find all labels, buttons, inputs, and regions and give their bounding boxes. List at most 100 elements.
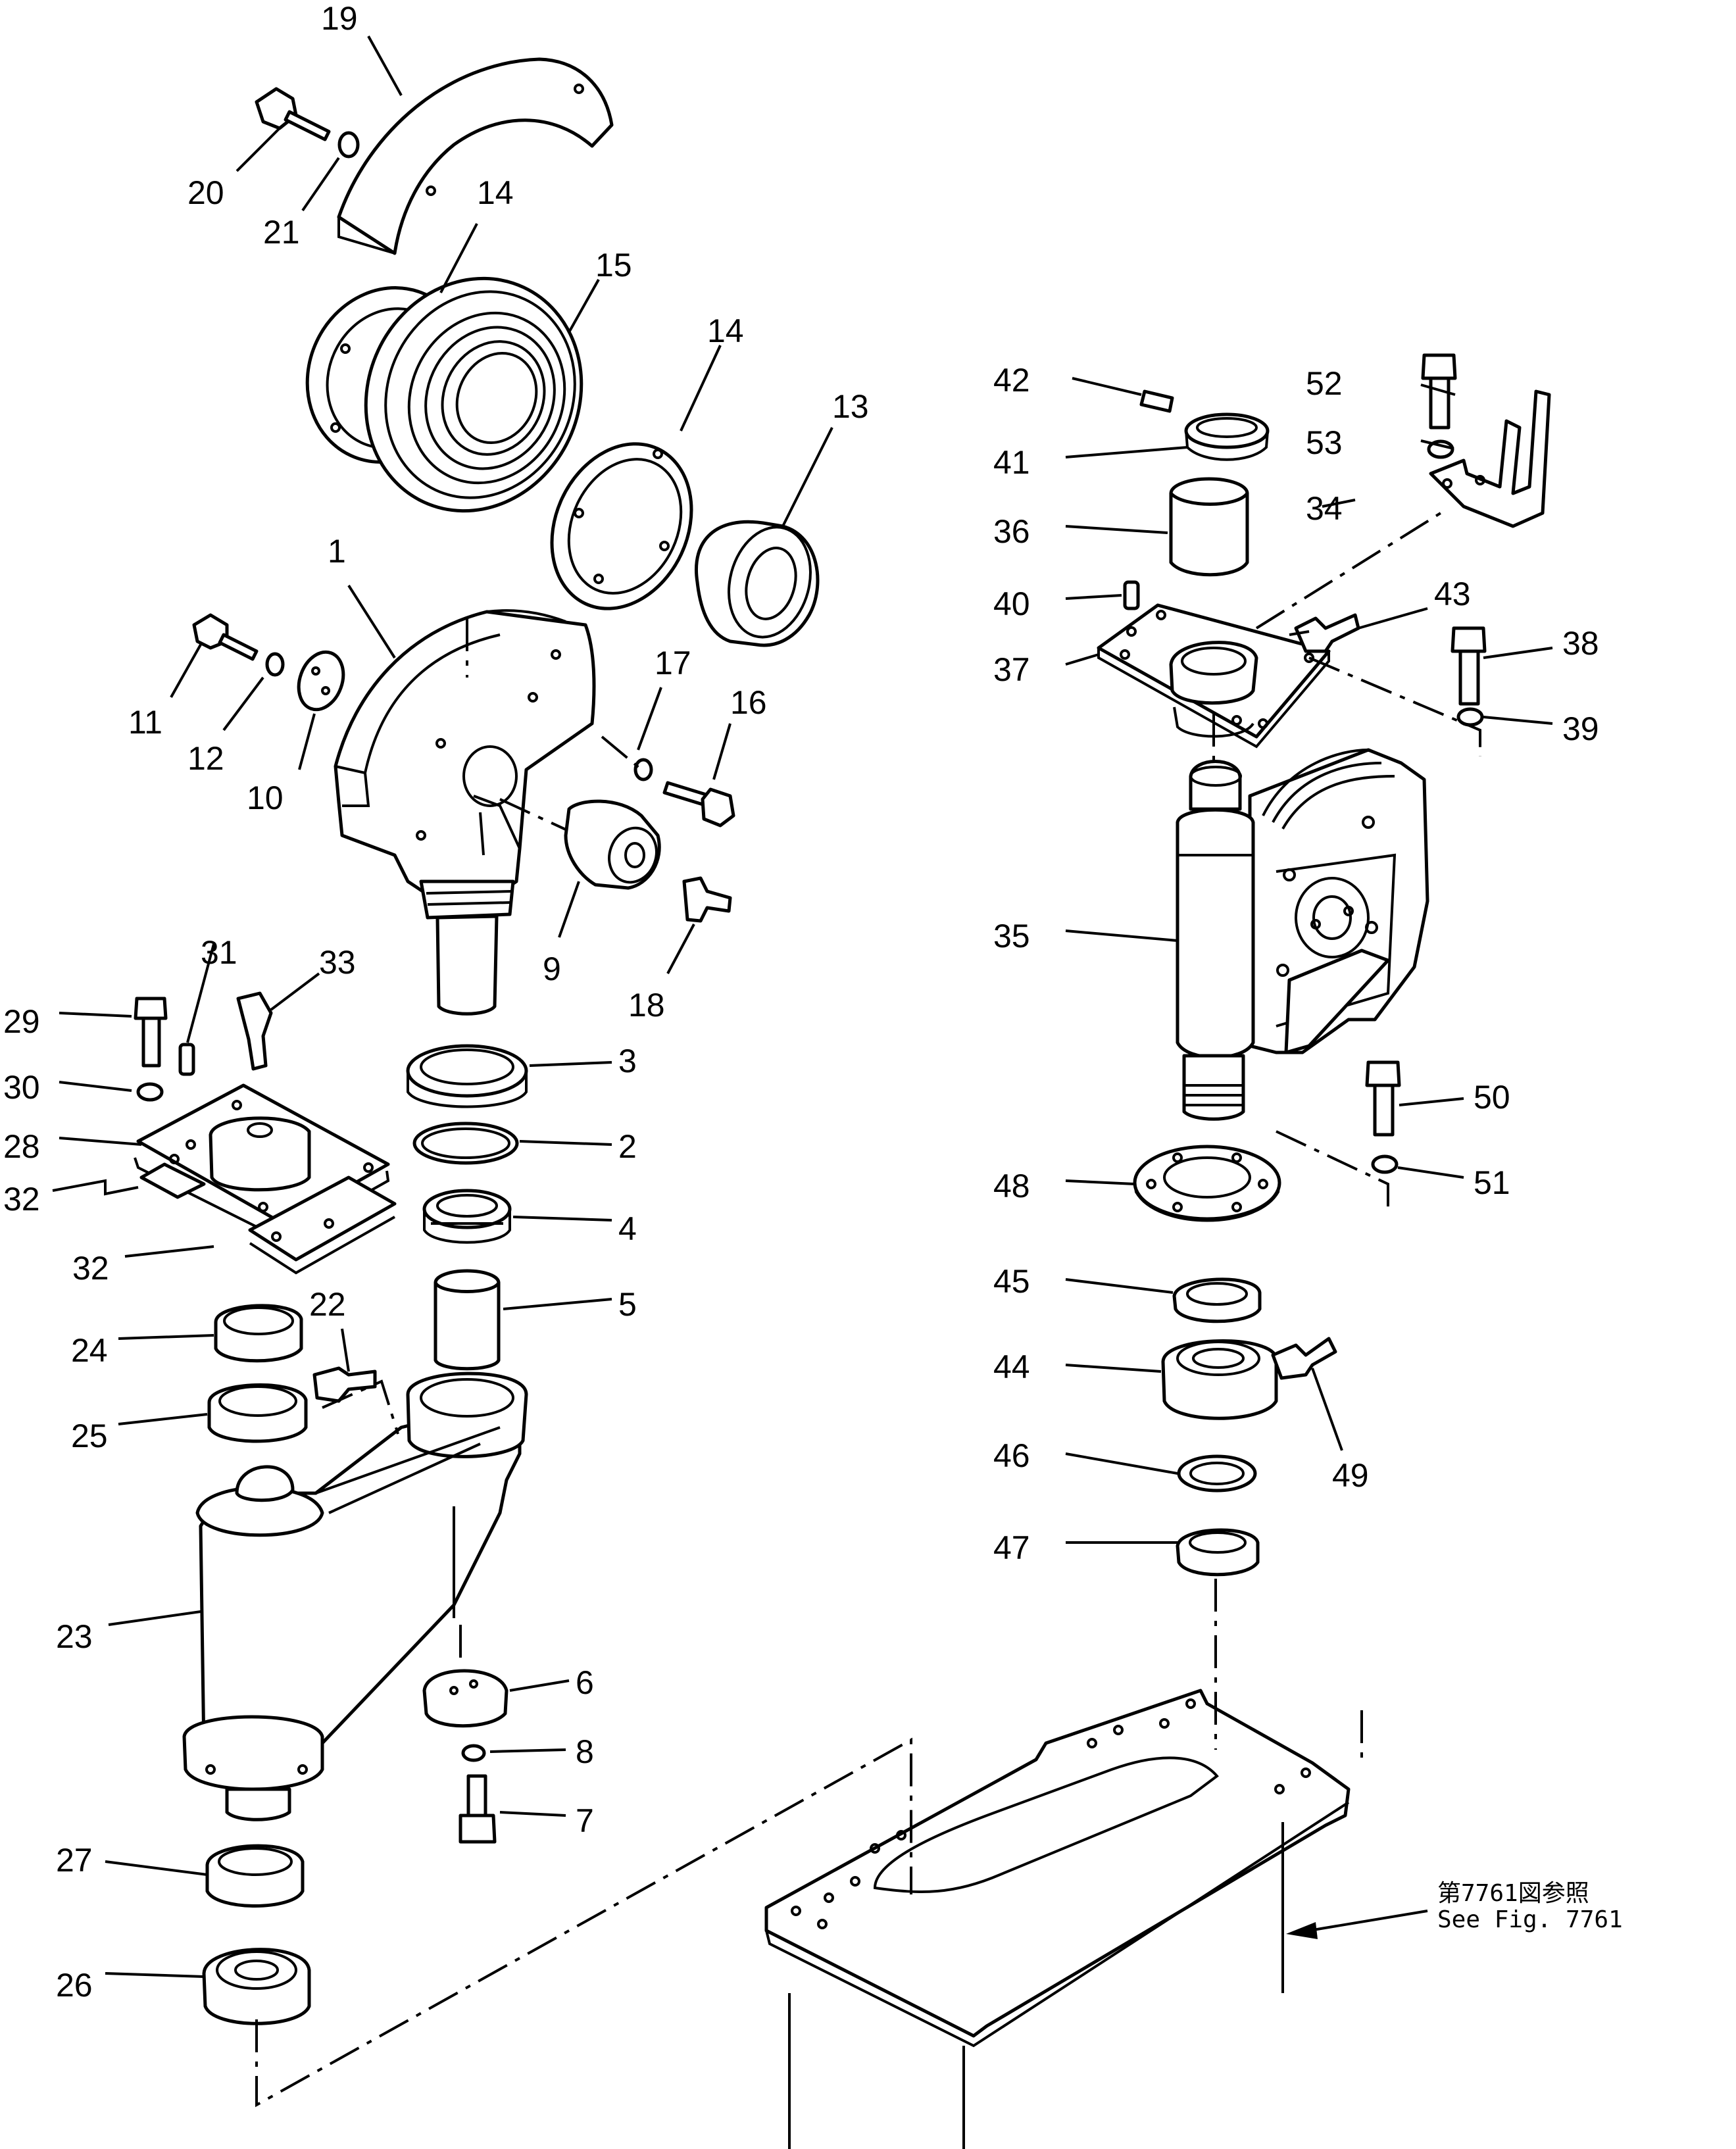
- part-oring-2: [412, 1122, 519, 1165]
- callout-7: 7: [576, 1802, 594, 1839]
- callout-3: 3: [618, 1043, 637, 1079]
- callout-22: 22: [309, 1286, 346, 1323]
- callout-42: 42: [993, 362, 1030, 399]
- callout-52: 52: [1306, 365, 1343, 402]
- reference-japanese: 第7761図参照: [1437, 1880, 1589, 1907]
- part-pulley-15: [364, 276, 583, 513]
- callout-50: 50: [1474, 1079, 1510, 1116]
- callout-35: 35: [993, 918, 1030, 954]
- callout-21: 21: [263, 214, 300, 251]
- part-frame: [764, 1689, 1351, 2149]
- part-pin-31: [178, 1043, 195, 1076]
- callout-14-b: 14: [707, 312, 744, 349]
- callout-15: 15: [595, 247, 632, 284]
- callout-27: 27: [56, 1842, 93, 1879]
- callout-17: 17: [655, 645, 691, 681]
- callout-28: 28: [3, 1128, 40, 1165]
- callout-labels: 19 20 21 14 15 14 13 1 11 12 10 17 16 18…: [3, 0, 1599, 2004]
- part-column-35: [1176, 748, 1429, 1121]
- part-washer-39: [1456, 707, 1484, 727]
- part-washer-17: [633, 758, 653, 781]
- part-bolt-29: [134, 997, 168, 1068]
- callout-49: 49: [1332, 1457, 1369, 1494]
- callout-37: 37: [993, 651, 1030, 688]
- callout-4: 4: [618, 1210, 637, 1247]
- part-bearing-25: [207, 1383, 308, 1443]
- callout-26: 26: [56, 1967, 93, 2004]
- callout-25: 25: [71, 1418, 108, 1454]
- callout-31: 31: [201, 934, 237, 971]
- callout-53: 53: [1306, 424, 1343, 461]
- callout-11: 11: [128, 704, 162, 741]
- part-nut-47: [1176, 1528, 1260, 1577]
- part-bolt-11: [192, 613, 259, 661]
- part-washer-46: [1177, 1454, 1257, 1493]
- callout-29: 29: [3, 1003, 40, 1040]
- part-cover-19: [337, 57, 614, 255]
- part-bushing-9: [564, 799, 661, 890]
- callout-43: 43: [1434, 576, 1471, 612]
- part-washer-51: [1371, 1154, 1399, 1174]
- callout-16: 16: [730, 684, 767, 721]
- part-washer-30: [136, 1082, 164, 1102]
- part-bearing-24: [214, 1304, 303, 1363]
- callout-45: 45: [993, 1263, 1030, 1300]
- part-arm-23: [182, 1371, 528, 1821]
- part-cap-6: [422, 1669, 508, 1728]
- part-bolt-16: [662, 781, 735, 827]
- part-fitting-22: [312, 1366, 377, 1403]
- callout-23: 23: [56, 1618, 93, 1655]
- callout-9: 9: [543, 951, 561, 987]
- callout-5: 5: [618, 1286, 637, 1323]
- callout-24: 24: [71, 1332, 108, 1369]
- part-housing-1: [334, 609, 596, 1016]
- part-fitting-33: [236, 991, 273, 1071]
- callout-48: 48: [993, 1168, 1030, 1204]
- callout-41: 41: [993, 444, 1030, 481]
- callout-12: 12: [187, 740, 224, 777]
- callout-20: 20: [187, 174, 224, 211]
- part-bushing-36: [1169, 477, 1249, 577]
- part-bearing-44: [1161, 1339, 1278, 1420]
- callout-34: 34: [1306, 490, 1343, 527]
- callout-40: 40: [993, 585, 1030, 622]
- callout-8: 8: [576, 1733, 594, 1770]
- figure-reference-note: 第7761図参照 See Fig. 7761: [1437, 1880, 1623, 1933]
- callout-6: 6: [576, 1664, 594, 1701]
- part-bolt-20: [255, 87, 331, 141]
- part-washer-21: [337, 131, 360, 159]
- part-bearing-13: [695, 520, 820, 647]
- leader-lines: [52, 36, 1553, 2108]
- part-bolt-50: [1365, 1060, 1401, 1137]
- callout-39: 39: [1562, 710, 1599, 747]
- callout-33: 33: [319, 944, 356, 981]
- callout-47: 47: [993, 1529, 1030, 1566]
- callout-44: 44: [993, 1348, 1030, 1385]
- part-bracket-34: [1429, 389, 1551, 528]
- part-gasket-14-b: [550, 442, 693, 610]
- part-washer-12: [265, 652, 285, 677]
- callout-18: 18: [628, 987, 665, 1024]
- part-bearing-4: [422, 1189, 512, 1244]
- part-gasket-32-b: [248, 1175, 397, 1275]
- callout-51: 51: [1474, 1164, 1510, 1201]
- part-ring-41: [1184, 412, 1270, 461]
- callout-32-b: 32: [72, 1250, 109, 1287]
- part-seal-3: [406, 1044, 528, 1108]
- part-pin-42: [1139, 389, 1174, 413]
- callout-10: 10: [247, 779, 284, 816]
- part-bolt-7: [459, 1774, 497, 1844]
- part-sleeve-5: [434, 1269, 501, 1371]
- part-washer-8: [461, 1744, 486, 1762]
- part-bearing-26: [202, 1948, 311, 2025]
- part-pin-40: [1123, 580, 1140, 610]
- part-bolt-38: [1451, 626, 1487, 706]
- callout-14: 14: [477, 174, 514, 211]
- part-seal-45: [1172, 1277, 1262, 1323]
- callout-38: 38: [1562, 625, 1599, 662]
- callout-19: 19: [321, 0, 358, 37]
- callout-46: 46: [993, 1437, 1030, 1474]
- reference-english: See Fig. 7761: [1437, 1906, 1623, 1933]
